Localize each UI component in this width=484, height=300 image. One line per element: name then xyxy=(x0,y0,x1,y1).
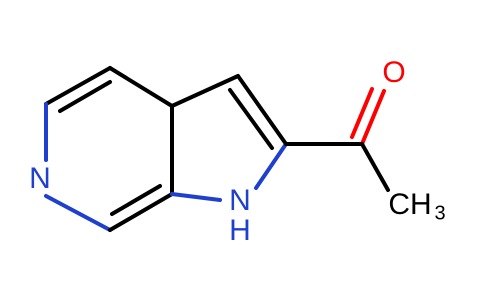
bond-c4-c5 xyxy=(44,66,112,106)
carbonyl-oxygen-label: O xyxy=(382,56,405,89)
bond-c2-n1 xyxy=(254,142,288,190)
bond-c3-c2 xyxy=(236,74,288,146)
bond-c3-c2-inner xyxy=(228,88,274,150)
bond-n6-c7 xyxy=(44,194,112,232)
pyrrole-hydrogen-label: H xyxy=(229,214,251,247)
pyrrole-nitrogen-label: N xyxy=(229,184,251,217)
bond-c4-c5-inner xyxy=(58,80,112,113)
bond-n1-c7a xyxy=(170,192,222,202)
bond-carbonyl-o-inner xyxy=(350,87,374,139)
bond-carbonyl-methyl xyxy=(360,142,390,192)
bond-c3a-c3 xyxy=(170,74,240,108)
pyridine-nitrogen-label: N xyxy=(29,162,51,195)
methyl-label: CH xyxy=(388,188,431,221)
bond-carbonyl-o xyxy=(360,89,386,146)
bond-c7-c7a-inner xyxy=(110,184,162,216)
bond-c7-c7a xyxy=(108,192,174,232)
bond-c4-c3a xyxy=(108,66,174,108)
methyl-subscript: 3 xyxy=(434,202,445,224)
